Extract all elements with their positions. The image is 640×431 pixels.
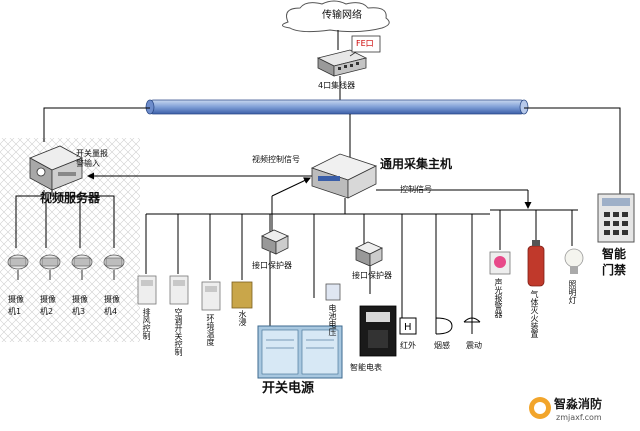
hub-label: 4口集线器 <box>318 81 356 90</box>
infrared-label: 红外 <box>400 341 416 350</box>
switch-power-label: 开关电源 <box>262 381 315 396</box>
lighting-label: 照明灯 <box>568 280 577 304</box>
interface-protector-1-label: 接口保护器 <box>252 261 292 270</box>
access-control-label-2: 门禁 <box>602 263 627 277</box>
alarm-input-label-2: 警输入 <box>76 159 100 168</box>
vibration-sensor-icon <box>463 317 481 334</box>
video-signal-label: 视频控制信号 <box>252 155 300 164</box>
interface-protector-1-icon <box>261 229 289 255</box>
camera-4-label-1: 摄像 <box>104 295 120 304</box>
gas-extinguisher-icon <box>527 240 545 287</box>
video-server-icon <box>29 145 83 191</box>
exhaust-label: 排风控制 <box>142 308 151 340</box>
sound-light-alarm-label: 声光报警器 <box>494 278 503 318</box>
cloud-label: 传输网络 <box>322 10 362 21</box>
switch-power-cabinet <box>257 325 343 379</box>
camera-3-label-2: 机3 <box>72 307 86 316</box>
battery-meter <box>325 283 341 301</box>
svg-text:H: H <box>404 322 412 333</box>
battery-voltage-label: 电池电压 <box>328 304 337 336</box>
camera-1-label-2: 机1 <box>8 307 22 316</box>
smart-meter-label: 智能电表 <box>350 363 382 372</box>
camera-1-icon <box>7 254 29 280</box>
watermark-text: 智淼消防 <box>554 397 603 411</box>
camera-2-label-1: 摄像 <box>40 295 56 304</box>
smart-meter-icon <box>359 305 397 357</box>
video-server-title: 视频服务器 <box>40 191 101 205</box>
collection-host-icon <box>310 153 378 199</box>
control-signal-label: 控制信号 <box>400 185 432 194</box>
camera-2-label-2: 机2 <box>40 307 54 316</box>
watermark-url: zmjaxf.com <box>556 413 602 422</box>
camera-3-label-1: 摄像 <box>72 295 88 304</box>
vibration-label: 震动 <box>466 341 482 350</box>
camera-4-icon <box>103 254 125 280</box>
camera-4-label-2: 机4 <box>104 307 118 316</box>
smoke-sensor-icon <box>435 317 453 335</box>
infrared-sensor-icon <box>399 317 417 335</box>
access-control-label-1: 智能 <box>602 247 627 261</box>
interface-protector-2-label: 接口保护器 <box>352 271 392 280</box>
fe-port-box <box>351 35 381 53</box>
water-sensor <box>231 281 253 309</box>
hub-icon <box>316 49 368 77</box>
network-bus <box>145 99 529 115</box>
camera-3-icon <box>71 254 93 280</box>
cloud-icon <box>282 0 390 33</box>
light-bulb-icon <box>564 248 584 274</box>
camera-1-label-1: 摄像 <box>8 295 24 304</box>
ac-switch-label: 空调开关控制 <box>174 308 183 356</box>
watermark-logo <box>529 397 551 419</box>
access-control-icon <box>597 193 635 243</box>
sound-light-alarm-icon <box>489 251 511 275</box>
interface-protector-2-icon <box>355 241 383 267</box>
alarm-input-label-1: 开关量报 <box>76 149 108 158</box>
fe-port-label: FE口 <box>356 39 374 48</box>
water-label: 水浸 <box>238 310 247 326</box>
smoke-label: 烟感 <box>434 341 450 350</box>
host-title: 通用采集主机 <box>380 157 453 171</box>
env-temp-label: 环境温度 <box>206 314 215 346</box>
camera-2-icon <box>39 254 61 280</box>
gas-extinguisher-label: 气体灭火装置 <box>530 290 539 338</box>
